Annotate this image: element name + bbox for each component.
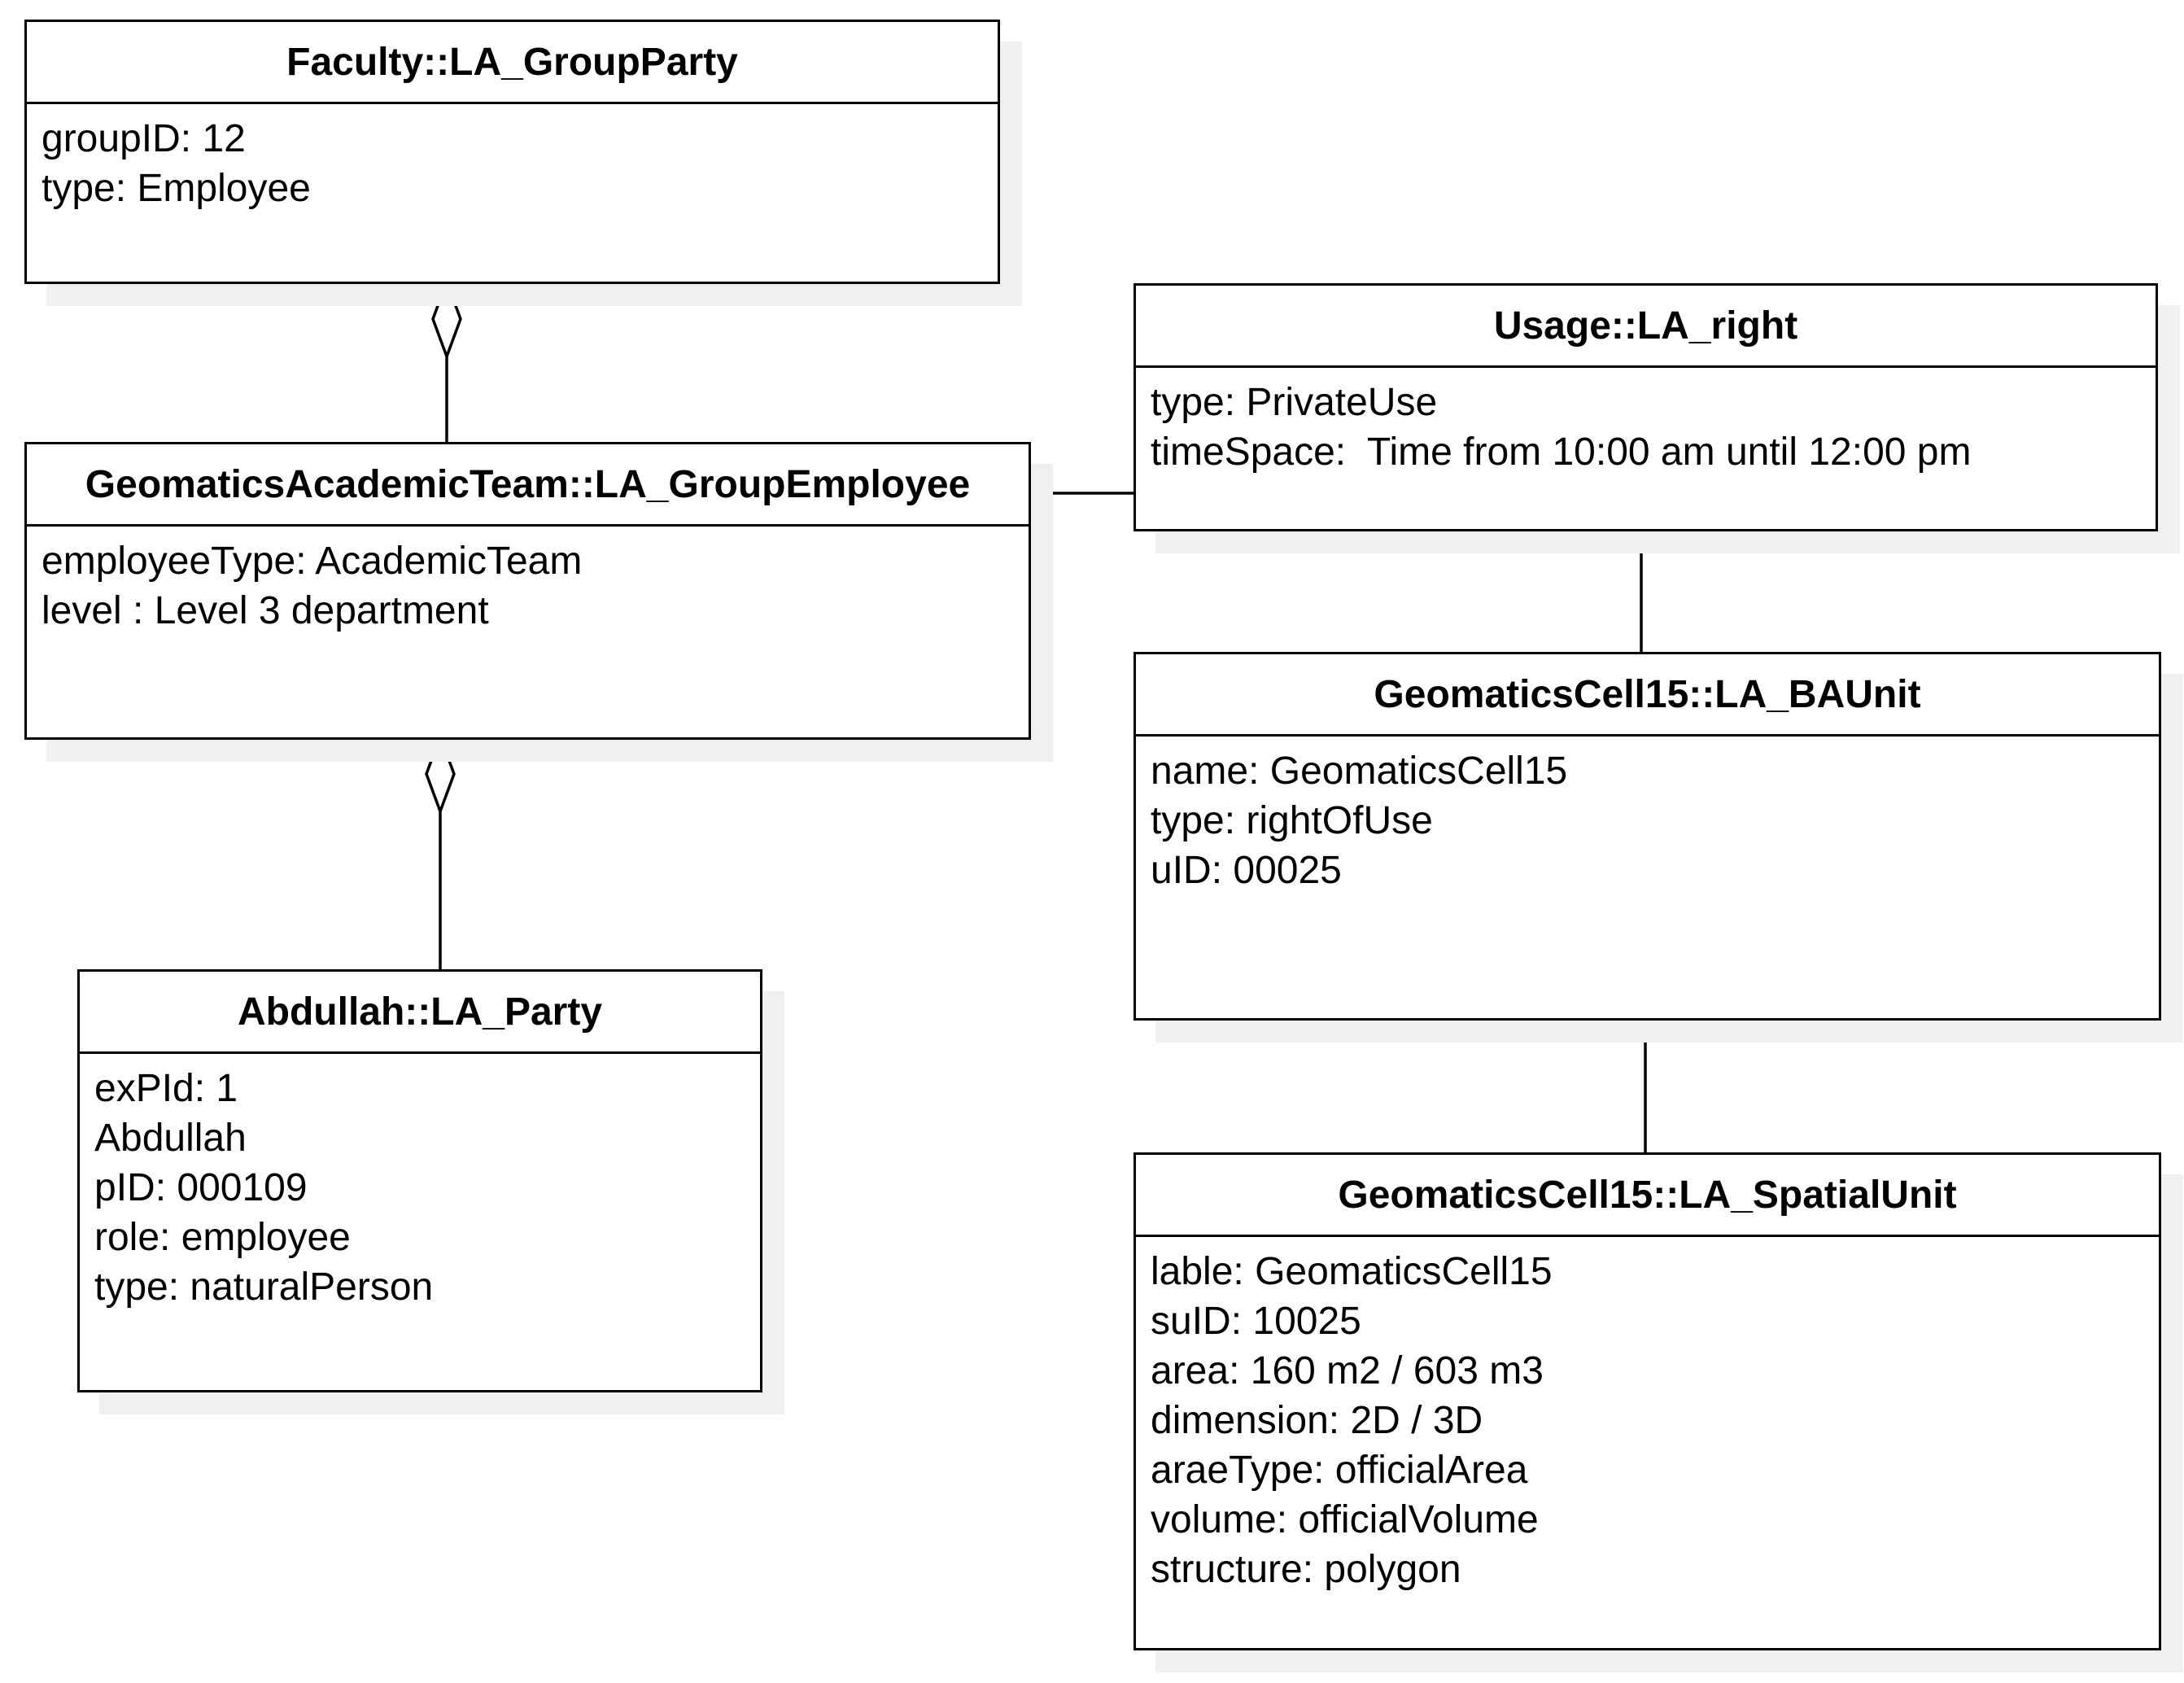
uml-attribute: type: naturalPerson xyxy=(94,1266,434,1309)
aggregation-diamond-icon xyxy=(431,277,462,361)
uml-attribute: type: PrivateUse xyxy=(1151,381,1438,424)
uml-attribute: type: Employee xyxy=(41,167,311,210)
aggregation-group-party-group-employee xyxy=(431,277,462,442)
uml-attribute: exPId: 1 xyxy=(94,1067,238,1110)
uml-box-title: Usage::LA_right xyxy=(1136,286,2156,368)
uml-attribute: type: rightOfUse xyxy=(1151,799,1433,842)
uml-attribute: groupID: 12 xyxy=(41,117,246,160)
uml-attribute-list: employeeType: AcademicTeam level : Level… xyxy=(27,527,1029,636)
uml-box-title: GeomaticsCell15::LA_SpatialUnit xyxy=(1136,1155,2159,1237)
uml-attribute: volume: officialVolume xyxy=(1151,1498,1539,1541)
uml-attribute-list: groupID: 12 type: Employee xyxy=(27,104,998,213)
uml-attribute: level : Level 3 department xyxy=(41,589,489,632)
uml-box-party[interactable]: Abdullah::LA_Party exPId: 1 Abdullah pID… xyxy=(77,969,762,1392)
uml-box-title: GeomaticsCell15::LA_BAUnit xyxy=(1136,654,2159,737)
aggregation-group-employee-party xyxy=(425,732,456,969)
uml-box-title: Abdullah::LA_Party xyxy=(80,972,760,1054)
uml-box-group-party[interactable]: Faculty::LA_GroupParty groupID: 12 type:… xyxy=(24,20,1000,284)
uml-attribute: structure: polygon xyxy=(1151,1548,1461,1591)
uml-attribute-list: name: GeomaticsCell15 type: rightOfUse u… xyxy=(1136,737,2159,895)
uml-attribute: area: 160 m2 / 603 m3 xyxy=(1151,1349,1544,1392)
uml-attribute: araeType: officialArea xyxy=(1151,1449,1528,1492)
uml-attribute-list: type: PrivateUse timeSpace: Time from 10… xyxy=(1136,368,2156,477)
uml-box-group-employee[interactable]: GeomaticsAcademicTeam::LA_GroupEmployee … xyxy=(24,442,1031,740)
uml-box-spatial-unit[interactable]: GeomaticsCell15::LA_SpatialUnit lable: G… xyxy=(1133,1152,2161,1650)
uml-box-baunit[interactable]: GeomaticsCell15::LA_BAUnit name: Geomati… xyxy=(1133,652,2161,1021)
uml-box-title: GeomaticsAcademicTeam::LA_GroupEmployee xyxy=(27,444,1029,527)
uml-attribute: pID: 000109 xyxy=(94,1166,308,1209)
aggregation-diamond-icon xyxy=(425,732,456,816)
uml-box-right[interactable]: Usage::LA_right type: PrivateUse timeSpa… xyxy=(1133,283,2158,531)
uml-attribute: name: GeomaticsCell15 xyxy=(1151,750,1568,793)
uml-attribute: role: employee xyxy=(94,1216,351,1259)
uml-attribute: dimension: 2D / 3D xyxy=(1151,1399,1483,1442)
uml-box-title: Faculty::LA_GroupParty xyxy=(27,22,998,104)
uml-attribute: uID: 00025 xyxy=(1151,849,1342,892)
uml-attribute-list: lable: GeomaticsCell15 suID: 10025 area:… xyxy=(1136,1237,2159,1594)
uml-attribute: Abdullah xyxy=(94,1117,247,1160)
uml-attribute: timeSpace: Time from 10:00 am until 12:0… xyxy=(1151,431,1972,474)
uml-attribute: employeeType: AcademicTeam xyxy=(41,540,583,583)
uml-attribute: suID: 10025 xyxy=(1151,1300,1361,1343)
uml-attribute: lable: GeomaticsCell15 xyxy=(1151,1250,1553,1293)
uml-attribute-list: exPId: 1 Abdullah pID: 000109 role: empl… xyxy=(80,1054,760,1312)
